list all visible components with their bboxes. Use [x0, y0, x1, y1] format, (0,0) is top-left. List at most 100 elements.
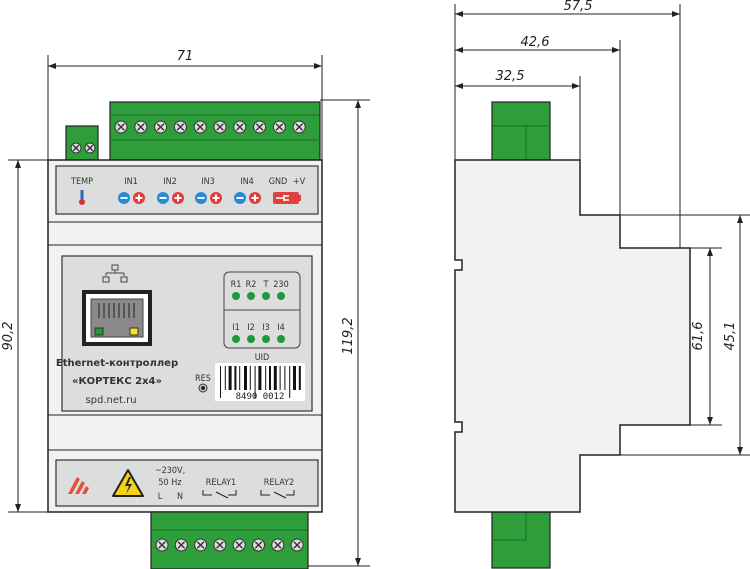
led-label: 230: [273, 280, 288, 290]
terminal-screw[interactable]: [155, 538, 169, 552]
dim-side-front: 32,5: [496, 69, 525, 84]
side-body: [454, 159, 691, 513]
website: spd.net.ru: [85, 395, 136, 406]
uid-label: UID: [255, 353, 270, 363]
led-label: R1: [231, 280, 242, 290]
terminal-screw[interactable]: [252, 538, 265, 552]
terminal-screw[interactable]: [114, 120, 128, 134]
thermometer-icon: [79, 190, 85, 205]
status-led: [232, 292, 240, 300]
terminal-screw[interactable]: [154, 120, 168, 134]
dim-rail-inner: 61,6: [691, 322, 706, 351]
reset-button[interactable]: [198, 383, 208, 393]
res-label: RES: [195, 374, 211, 384]
barcode-bar: [265, 366, 267, 390]
barcode-bar: [244, 366, 247, 390]
dim-total-height: 119,2: [341, 317, 356, 354]
input-led: [247, 335, 255, 343]
status-led: [247, 292, 255, 300]
in4-label: IN4: [240, 177, 254, 187]
top-label-panel: [55, 165, 319, 215]
terminal-screw[interactable]: [292, 120, 306, 134]
barcode-bar: [298, 366, 301, 390]
minus-terminal-icon: [118, 192, 130, 204]
led-label: T: [263, 280, 269, 290]
terminal-screw[interactable]: [290, 538, 304, 552]
plus-terminal-icon: [133, 192, 145, 204]
minus-terminal-icon: [195, 192, 207, 204]
side-top-terminal: [491, 101, 551, 161]
terminal-screw[interactable]: [70, 142, 82, 154]
led-label: R2: [246, 280, 257, 290]
input-led: [262, 335, 270, 343]
network-icon: [102, 264, 128, 283]
plus-terminal-icon: [210, 192, 222, 204]
dim-side-total: 57,5: [564, 0, 593, 14]
input-led: [277, 335, 285, 343]
terminal-screw[interactable]: [213, 120, 227, 134]
dim-width: 71: [177, 49, 194, 64]
terminal-screw[interactable]: [253, 120, 267, 134]
l-label: L: [158, 492, 163, 502]
plus-terminal-icon: [172, 192, 184, 204]
ethernet-port[interactable]: [82, 290, 152, 346]
dim-rail-outer: 45,1: [723, 322, 738, 351]
barcode-bar: [293, 366, 296, 390]
voltage-label: ~230V,: [155, 466, 185, 476]
terminal-screw[interactable]: [213, 538, 227, 552]
bottom-label-panel: [55, 459, 319, 507]
n-label: N: [177, 492, 183, 502]
temp-label: TEMP: [70, 177, 93, 187]
terminal-screw[interactable]: [194, 538, 208, 552]
vplus-label: +V: [293, 177, 306, 187]
terminal-screw[interactable]: [84, 142, 96, 154]
barcode-bar: [239, 366, 241, 390]
barcode-number: 8490 0012: [236, 392, 285, 402]
high-voltage-warning-icon: [112, 469, 144, 497]
barcode-bar: [273, 366, 277, 390]
led-label: I4: [277, 323, 285, 333]
product-model: «КОРТЕКС 2х4»: [72, 376, 162, 387]
minus-terminal-icon: [234, 192, 246, 204]
led-label: I2: [247, 323, 255, 333]
barcode-bar: [279, 366, 281, 390]
led-label: I1: [232, 323, 240, 333]
logo-icon: [68, 477, 89, 494]
in3-label: IN3: [201, 177, 215, 187]
terminal-screw[interactable]: [233, 120, 247, 134]
barcode-bar: [289, 366, 291, 398]
status-led: [262, 292, 270, 300]
terminal-screw[interactable]: [174, 538, 188, 552]
product-name: Ethernet-контроллер: [56, 358, 178, 369]
relay1-contact-icon: [202, 490, 237, 499]
terminal-screw[interactable]: [272, 120, 286, 134]
plus-terminal-icon: [249, 192, 261, 204]
barcode-bar: [284, 366, 286, 390]
terminal-screw[interactable]: [173, 120, 187, 134]
terminal-screw[interactable]: [134, 120, 148, 134]
gnd-label: GND: [269, 177, 288, 187]
terminal-screw[interactable]: [193, 120, 207, 134]
power-plug-icon: [273, 192, 301, 204]
barcode-bar: [254, 366, 256, 398]
input-led: [232, 335, 240, 343]
led-label: I3: [262, 323, 270, 333]
relay1-label: RELAY1: [206, 478, 236, 488]
in1-label: IN1: [124, 177, 138, 187]
terminal-screw[interactable]: [232, 538, 246, 552]
link-led: [94, 327, 104, 336]
relay2-contact-icon: [260, 490, 295, 499]
minus-terminal-icon: [157, 192, 169, 204]
dim-body-height: 90,2: [1, 322, 16, 351]
activity-led: [129, 327, 139, 336]
barcode-bar: [249, 366, 251, 390]
dim-side-mid: 42,6: [521, 35, 550, 50]
barcode-bar: [234, 366, 237, 390]
barcode-bar: [258, 366, 262, 390]
in2-label: IN2: [163, 177, 177, 187]
temp-terminal-block: [65, 125, 99, 161]
front-view: 71 90,2 119,2 TEMP IN1 IN2 IN3 IN4 GND +…: [1, 49, 370, 569]
frequency-label: 50 Hz: [158, 478, 181, 488]
terminal-screw[interactable]: [271, 538, 285, 552]
